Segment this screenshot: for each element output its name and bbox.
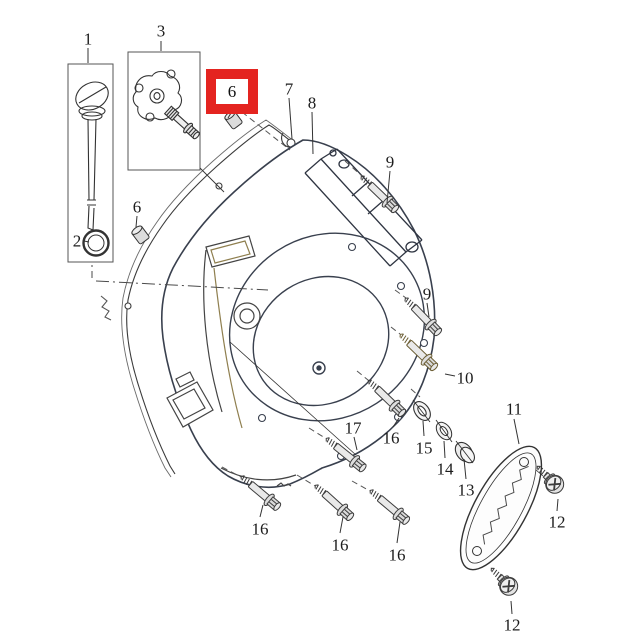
oil-pump-part	[132, 69, 200, 140]
callout-9-mid[interactable]: 9	[422, 284, 432, 304]
bolt-16-mid	[310, 479, 358, 524]
cover-clutch-bulge	[228, 232, 429, 461]
callout-16-left[interactable]: 16	[251, 519, 269, 539]
callout-9-top[interactable]: 9	[385, 152, 395, 172]
gasket-outline-inner	[100, 124, 300, 475]
dowel-pin-left	[129, 223, 151, 246]
nut-13	[454, 440, 476, 464]
callout-3[interactable]: 3	[156, 21, 166, 41]
gasket-outline	[121, 119, 296, 478]
callout-11[interactable]: 11	[505, 399, 523, 419]
callout-2[interactable]: 2	[72, 231, 82, 251]
callout-1[interactable]: 1	[83, 29, 93, 49]
dipstick-part	[75, 81, 109, 231]
callout-16-mid[interactable]: 16	[331, 535, 349, 555]
bolt-16-right	[365, 484, 413, 528]
assembly-dashed-lines	[221, 111, 421, 492]
washer-15	[409, 397, 435, 425]
cover-left-details	[166, 235, 297, 487]
callout-13[interactable]: 13	[457, 480, 475, 500]
oval-cover-emboss	[482, 465, 529, 545]
callout-6-left[interactable]: 6	[132, 197, 142, 217]
screw-12-lower	[483, 561, 523, 600]
oval-cover	[459, 445, 544, 571]
callout-12-lower[interactable]: 12	[503, 615, 521, 635]
callout-7[interactable]: 7	[284, 79, 294, 99]
callout-12-upper[interactable]: 12	[548, 512, 566, 532]
callout-15[interactable]: 15	[415, 438, 433, 458]
crankcase-cover	[160, 139, 436, 489]
callout-8[interactable]: 8	[307, 93, 317, 113]
callout-17[interactable]: 17	[344, 418, 362, 438]
washer-14	[432, 418, 456, 444]
callout-6-highlight-label: 6	[227, 81, 237, 101]
callout-16-upper[interactable]: 16	[382, 428, 400, 448]
oring-part	[82, 229, 110, 257]
callout-16-right[interactable]: 16	[388, 545, 406, 565]
callout-14[interactable]: 14	[436, 459, 454, 479]
callout-6-highlight[interactable]: 6	[206, 69, 258, 114]
leader-lines	[83, 41, 559, 615]
callout-10[interactable]: 10	[456, 368, 474, 388]
